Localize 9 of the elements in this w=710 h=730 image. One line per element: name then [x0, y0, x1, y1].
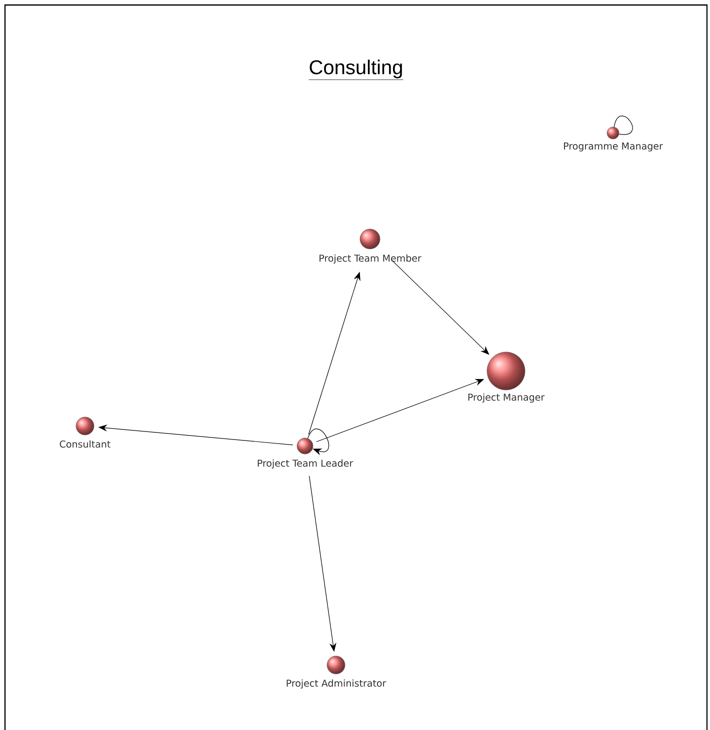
node-label: Consultant: [60, 440, 110, 448]
node-label: Project Team Member: [320, 254, 422, 264]
title: Consulting: [308, 60, 404, 80]
node-label: Project Team Leader: [258, 459, 354, 469]
node-label: Project Manager: [468, 393, 545, 403]
arrow: [391, 260, 490, 355]
node-label: Project Administrator: [286, 679, 386, 689]
arrow: [308, 428, 330, 456]
node-label: Programme Manager: [564, 142, 663, 152]
